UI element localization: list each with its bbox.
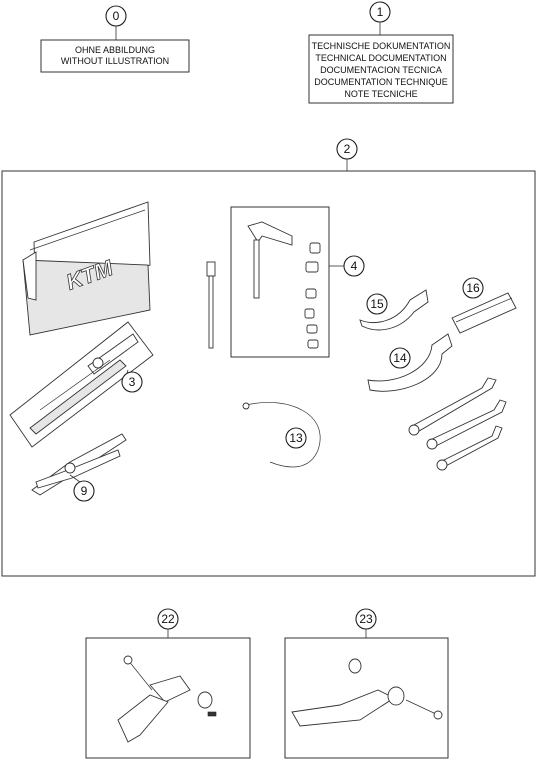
pliers — [31, 433, 127, 496]
hex-set-box — [230, 206, 330, 358]
small-pouch — [451, 292, 517, 334]
documentation-text-es: DOCUMENTACION TECNICA — [320, 65, 442, 75]
callout-16: 16 — [462, 277, 484, 299]
svg-text:0: 0 — [113, 9, 120, 23]
svg-text:15: 15 — [370, 297, 384, 311]
callout-3: 3 — [121, 369, 143, 393]
svg-text:23: 23 — [359, 612, 373, 626]
extension-bar — [206, 261, 216, 349]
svg-text:16: 16 — [466, 281, 480, 295]
svg-text:2: 2 — [344, 142, 351, 156]
screwdriver-set — [9, 321, 154, 448]
documentation-text-fr: DOCUMENTATION TECHNIQUE — [314, 77, 448, 87]
callout-2: 2 — [336, 138, 358, 171]
no-illustration-box — [40, 39, 190, 73]
callout-15: 15 — [366, 293, 388, 315]
callout-4: 4 — [329, 255, 365, 277]
tool-kit-frame — [1, 170, 536, 577]
callout-22: 22 — [157, 608, 179, 638]
svg-text:1: 1 — [377, 5, 384, 19]
callout-0: 0 — [105, 5, 127, 40]
documentation-text-it: NOTE TECNICHE — [344, 89, 417, 99]
cable — [242, 402, 321, 468]
svg-text:13: 13 — [289, 431, 303, 445]
svg-text:9: 9 — [81, 484, 88, 498]
no-illustration-text-en: WITHOUT ILLUSTRATION — [61, 56, 169, 66]
kit-23-frame — [284, 637, 449, 759]
kit-22-frame — [85, 637, 251, 759]
hex-key — [247, 221, 293, 299]
open-end-wrenches — [408, 377, 507, 471]
no-illustration-text-de: OHNE ABBILDUNG — [75, 45, 155, 55]
callout-14: 14 — [389, 347, 411, 369]
svg-text:14: 14 — [393, 351, 407, 365]
bit-set — [304, 242, 321, 349]
documentation-text-en: TECHNICAL DOCUMENTATION — [315, 53, 446, 63]
hook-wrench-large — [367, 333, 453, 392]
documentation-text-de: TECHNISCHE DOKUMENTATION — [312, 41, 451, 51]
hook-wrench-small — [359, 289, 429, 331]
svg-text:3: 3 — [129, 375, 136, 389]
kit-23-parts — [291, 658, 443, 727]
tool-bag: KTM — [22, 201, 151, 336]
callout-13: 13 — [285, 427, 307, 449]
svg-text:22: 22 — [161, 612, 175, 626]
callout-23: 23 — [355, 608, 377, 638]
callout-9: 9 — [69, 474, 95, 502]
svg-text:4: 4 — [351, 259, 358, 273]
callout-1: 1 — [369, 1, 391, 35]
documentation-box — [308, 34, 454, 104]
kit-22-parts — [117, 655, 217, 743]
